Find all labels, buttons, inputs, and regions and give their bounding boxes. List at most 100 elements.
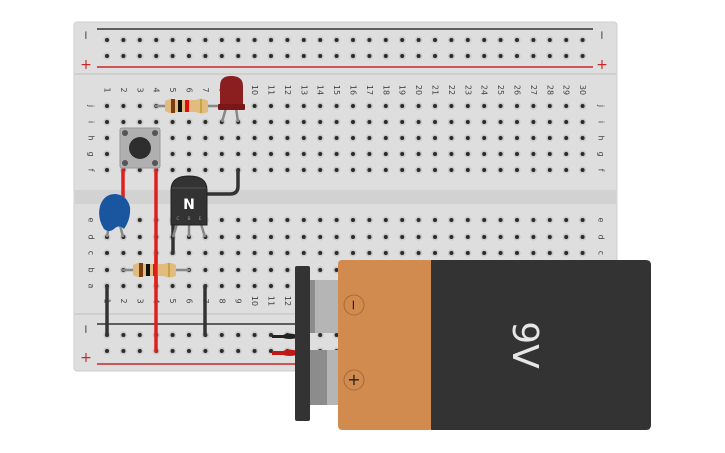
hole-h7[interactable] xyxy=(201,134,209,142)
hole-b12[interactable] xyxy=(283,266,291,274)
hole-f21[interactable] xyxy=(431,166,439,174)
hole-g26[interactable] xyxy=(513,150,521,158)
hole-g27[interactable] xyxy=(529,150,538,158)
hole-i25[interactable] xyxy=(497,118,505,126)
capacitor[interactable] xyxy=(99,194,131,238)
hole-e24[interactable] xyxy=(480,216,488,224)
hole-h26[interactable] xyxy=(513,134,521,142)
hole-f13[interactable] xyxy=(300,166,308,174)
hole-g22[interactable] xyxy=(447,150,455,158)
hole-g6[interactable] xyxy=(185,150,193,158)
hole-e28[interactable] xyxy=(546,216,554,224)
rail-hole-2-9[interactable] xyxy=(234,331,242,339)
hole-g23[interactable] xyxy=(464,150,472,158)
hole-b9[interactable] xyxy=(234,266,242,274)
hole-i21[interactable] xyxy=(431,118,439,126)
hole-b10[interactable] xyxy=(251,266,259,274)
hole-d22[interactable] xyxy=(447,233,455,241)
rail-hole-0-10[interactable] xyxy=(251,36,259,44)
hole-a3[interactable] xyxy=(136,282,144,290)
hole-e3[interactable] xyxy=(136,216,144,224)
rail-hole-0-29[interactable] xyxy=(562,36,570,44)
hole-e14[interactable] xyxy=(316,216,324,224)
rail-hole-0-8[interactable] xyxy=(218,36,226,44)
rail-hole-0-20[interactable] xyxy=(415,36,423,44)
rail-hole-0-18[interactable] xyxy=(382,36,390,44)
hole-h13[interactable] xyxy=(300,134,308,142)
hole-f10[interactable] xyxy=(251,166,259,174)
hole-h29[interactable] xyxy=(562,134,570,142)
hole-e10[interactable] xyxy=(251,216,259,224)
hole-j28[interactable] xyxy=(546,102,554,110)
hole-j29[interactable] xyxy=(562,102,570,110)
hole-c22[interactable] xyxy=(447,249,455,257)
hole-i2[interactable] xyxy=(119,118,127,126)
hole-i22[interactable] xyxy=(447,118,455,126)
hole-c15[interactable] xyxy=(333,249,341,257)
rail-hole-1-29[interactable] xyxy=(562,52,570,60)
hole-f19[interactable] xyxy=(398,166,406,174)
hole-i6[interactable] xyxy=(185,118,193,126)
hole-h23[interactable] xyxy=(464,134,472,142)
hole-h19[interactable] xyxy=(398,134,406,142)
rail-hole-1-26[interactable] xyxy=(513,52,521,60)
hole-a2[interactable] xyxy=(119,282,127,290)
rail-hole-3-1[interactable] xyxy=(103,347,111,355)
rail-hole-1-15[interactable] xyxy=(333,52,341,60)
rail-hole-1-2[interactable] xyxy=(119,52,127,60)
hole-f27[interactable] xyxy=(529,166,538,174)
hole-g12[interactable] xyxy=(283,150,291,158)
hole-f20[interactable] xyxy=(415,166,423,174)
hole-c20[interactable] xyxy=(415,249,423,257)
hole-c30[interactable] xyxy=(579,249,587,257)
hole-i29[interactable] xyxy=(562,118,570,126)
rail-hole-0-11[interactable] xyxy=(267,36,275,44)
hole-e20[interactable] xyxy=(415,216,423,224)
hole-a8[interactable] xyxy=(218,282,226,290)
hole-d20[interactable] xyxy=(415,233,423,241)
hole-f1[interactable] xyxy=(103,166,111,174)
hole-h9[interactable] xyxy=(234,134,242,142)
hole-g30[interactable] xyxy=(579,150,587,158)
hole-h14[interactable] xyxy=(316,134,324,142)
hole-d15[interactable] xyxy=(333,233,341,241)
hole-d14[interactable] xyxy=(316,233,324,241)
hole-c7[interactable] xyxy=(201,249,209,257)
hole-f23[interactable] xyxy=(464,166,472,174)
battery-leads[interactable] xyxy=(272,333,297,357)
hole-a5[interactable] xyxy=(169,282,177,290)
rail-hole-0-25[interactable] xyxy=(497,36,505,44)
rail-hole-1-19[interactable] xyxy=(398,52,406,60)
rail-hole-1-24[interactable] xyxy=(480,52,488,60)
hole-h25[interactable] xyxy=(497,134,505,142)
hole-d10[interactable] xyxy=(251,233,259,241)
hole-h22[interactable] xyxy=(447,134,455,142)
hole-c16[interactable] xyxy=(349,249,357,257)
rail-hole-1-23[interactable] xyxy=(464,52,472,60)
hole-h1[interactable] xyxy=(103,134,111,142)
rail-hole-1-5[interactable] xyxy=(169,52,177,60)
hole-f24[interactable] xyxy=(480,166,488,174)
hole-d18[interactable] xyxy=(382,233,390,241)
rail-hole-0-4[interactable] xyxy=(152,36,160,44)
hole-e27[interactable] xyxy=(529,216,538,224)
hole-a12[interactable] xyxy=(283,282,291,290)
hole-d26[interactable] xyxy=(513,233,521,241)
hole-h18[interactable] xyxy=(382,134,390,142)
hole-f25[interactable] xyxy=(497,166,505,174)
hole-g11[interactable] xyxy=(267,150,275,158)
hole-c14[interactable] xyxy=(316,249,324,257)
hole-e8[interactable] xyxy=(218,216,226,224)
rail-hole-1-20[interactable] xyxy=(415,52,423,60)
hole-h27[interactable] xyxy=(529,134,538,142)
rail-hole-1-8[interactable] xyxy=(218,52,226,60)
hole-j21[interactable] xyxy=(431,102,439,110)
hole-e21[interactable] xyxy=(431,216,439,224)
hole-h5[interactable] xyxy=(169,134,177,142)
rail-hole-1-13[interactable] xyxy=(300,52,308,60)
hole-d27[interactable] xyxy=(529,233,538,241)
rail-hole-1-30[interactable] xyxy=(579,52,587,60)
hole-g13[interactable] xyxy=(300,150,308,158)
hole-g17[interactable] xyxy=(365,150,373,158)
